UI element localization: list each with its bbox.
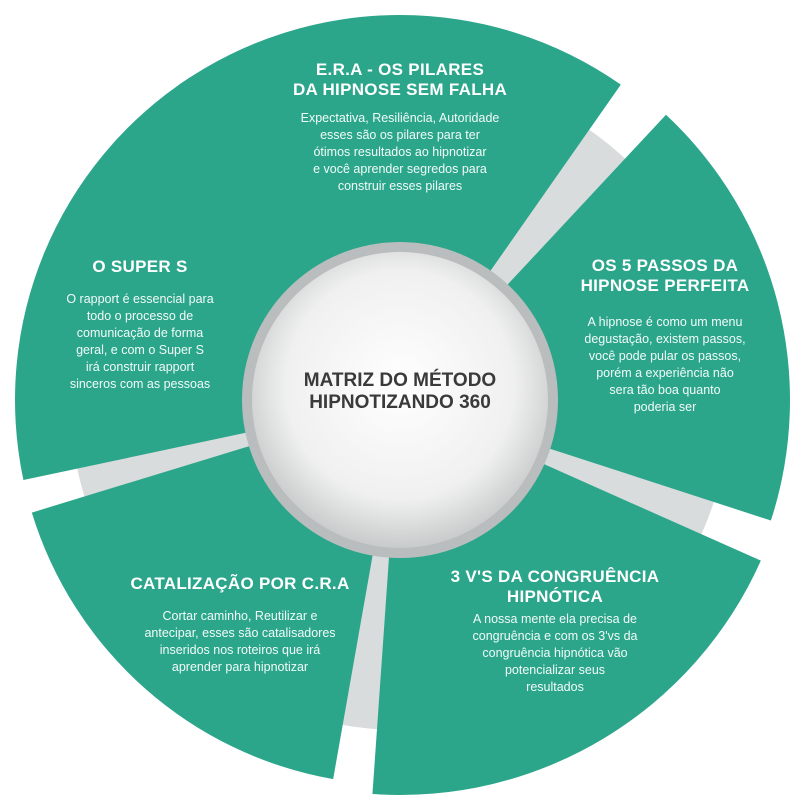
text-line: congruência hipnótica vão — [482, 646, 628, 660]
text-line: sera tão boa quanto — [609, 383, 721, 397]
segment-shape-3 — [31, 443, 374, 780]
segment-description: Cortar caminho, Reutilizar e antecipar, e… — [100, 608, 380, 676]
segment-catalizacao: CATALIZAÇÃO POR C.R.A Cortar caminho, Re… — [100, 574, 380, 676]
segment-shape-4 — [15, 77, 319, 481]
text-line: poderia ser — [633, 400, 697, 414]
segment-title: O SUPER S — [35, 257, 245, 277]
segment-shape-2 — [372, 461, 761, 795]
segment-description: A hipnose é como um menu degustação, exis… — [545, 314, 785, 416]
text-line: todo o processo de — [86, 309, 194, 323]
text-line: aprender para hipnotizar — [171, 660, 309, 674]
segment-shape-0 — [179, 15, 621, 278]
text-line: A hipnose é como um menu — [587, 315, 743, 329]
text-line: ótimos resultados ao hipnotizar — [313, 145, 487, 159]
text-line: OS 5 PASSOS DA — [591, 256, 739, 275]
text-line: sinceros com as pessoas — [69, 377, 211, 391]
text-line: inseridos nos roteiros que irá — [159, 643, 321, 657]
text-line: e você aprender segredos para — [313, 162, 487, 176]
text-line: O rapport é essencial para — [66, 292, 214, 306]
text-line: você pode pular os passos, — [588, 349, 742, 363]
text-line: comunicação de forma — [76, 326, 204, 340]
text-line: HIPNOSE PERFEITA — [580, 276, 750, 295]
text-line: Expectativa, Resiliência, Autoridade — [300, 111, 500, 125]
text-line: E.R.A - OS PILARES — [315, 60, 485, 79]
segment-title: CATALIZAÇÃO POR C.R.A — [100, 574, 380, 594]
text-line: porém a experiência não — [596, 366, 734, 380]
text-line: congruência e com os 3'vs da — [472, 629, 638, 643]
text-line: geral, e com o Super S — [76, 343, 204, 357]
text-line: HIPNÓTICA — [506, 587, 604, 606]
text-line: O SUPER S — [92, 257, 188, 276]
segment-shape-1 — [502, 114, 790, 521]
text-line: DA HIPNOSE SEM FALHA — [292, 80, 508, 99]
segment-description: A nossa mente ela precisa de congruência … — [420, 611, 690, 696]
center-title: MATRIZ DO MÉTODO HIPNOTIZANDO 360 — [250, 370, 550, 414]
text-line: potencializar seus — [504, 663, 606, 677]
center-title-line2: HIPNOTIZANDO 360 — [309, 392, 491, 413]
text-line: degustação, existem passos, — [584, 332, 746, 346]
text-line: irá construir rapport — [85, 360, 195, 374]
text-line: A nossa mente ela precisa de — [473, 612, 637, 626]
segment-super-s: O SUPER S O rapport é essencial para todo… — [35, 257, 245, 393]
text-line: construir esses pilares — [337, 179, 463, 193]
text-line: antecipar, esses são catalisadores — [144, 626, 336, 640]
segment-description: O rapport é essencial para todo o process… — [35, 291, 245, 393]
text-line: esses são os pilares para ter — [320, 128, 480, 142]
center-title-line1: MATRIZ DO MÉTODO — [303, 370, 497, 391]
text-line: 3 V'S DA CONGRUÊNCIA — [450, 567, 660, 586]
text-line: resultados — [526, 680, 584, 694]
text-line: Cortar caminho, Reutilizar e — [162, 609, 318, 623]
center-circle — [252, 252, 548, 548]
text-line: CATALIZAÇÃO POR C.R.A — [130, 574, 350, 593]
segment-description: Expectativa, Resiliência, Autoridade esse… — [240, 110, 560, 195]
